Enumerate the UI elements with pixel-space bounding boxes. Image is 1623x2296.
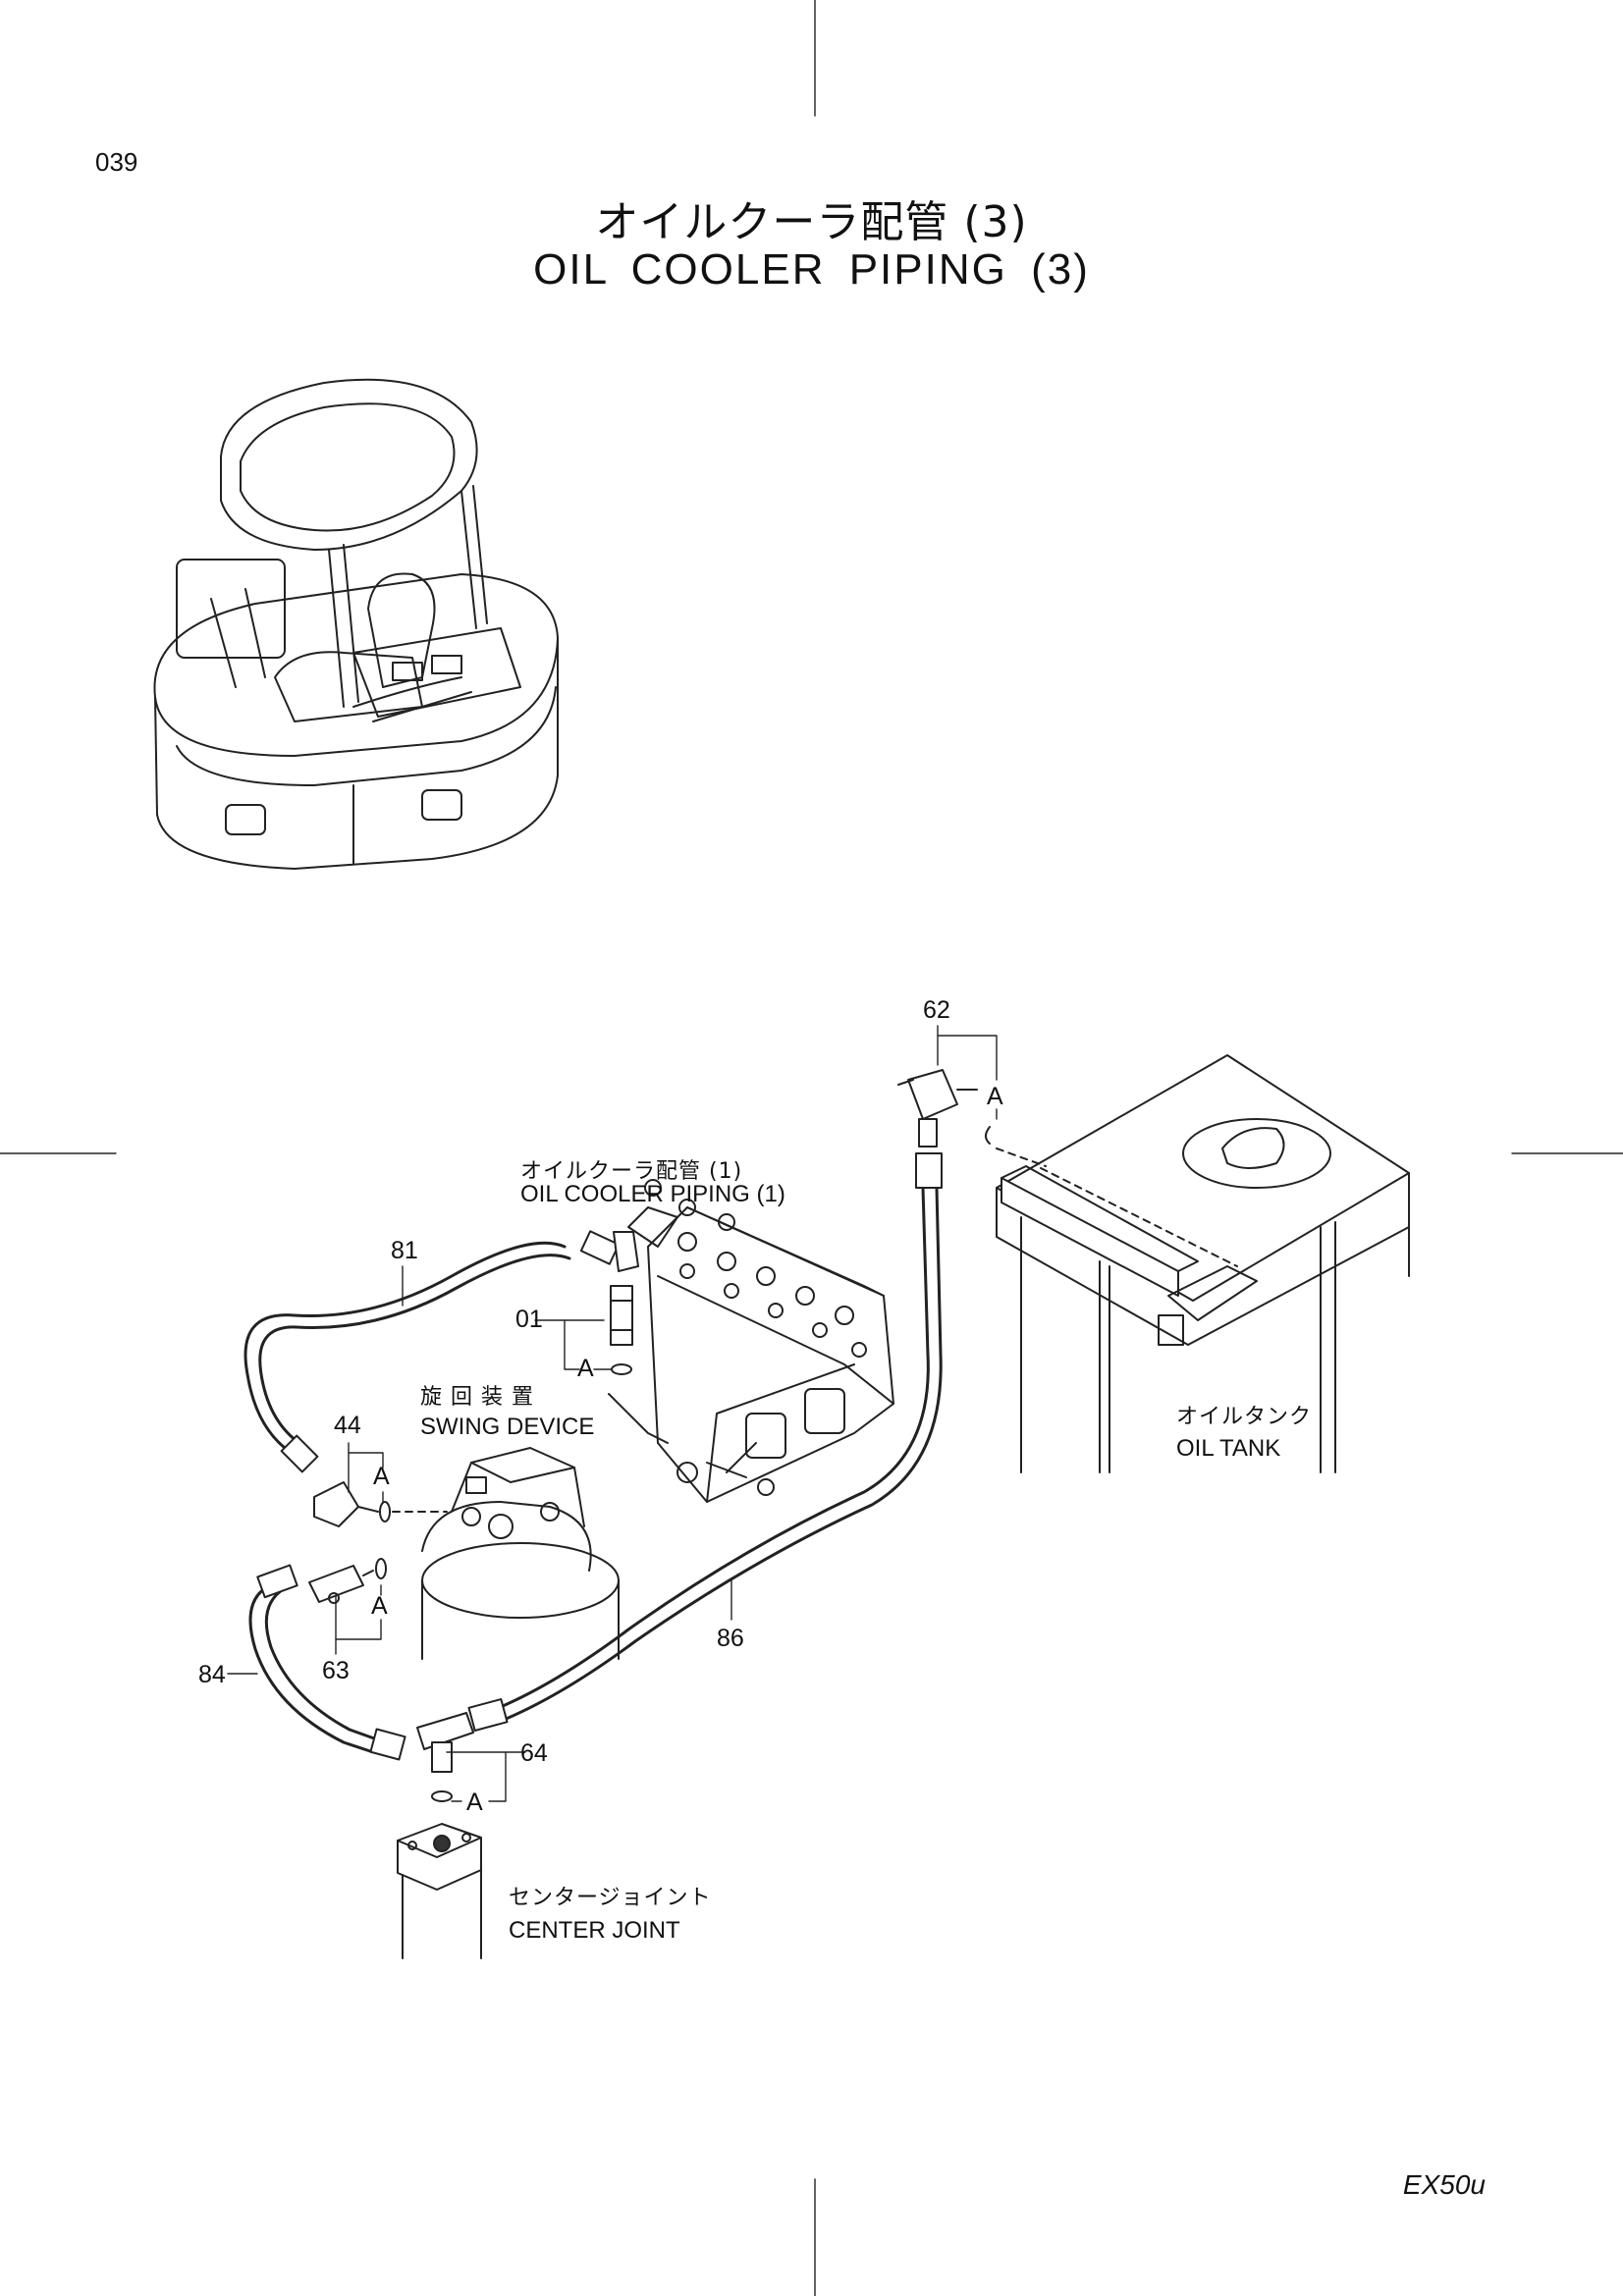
leader-lines xyxy=(227,1025,998,1802)
oil-cooler-piping-1-label-japanese: オイルクーラ配管 (1) xyxy=(520,1159,743,1184)
callout-81: 81 xyxy=(391,1237,418,1264)
callout-ref-a-62: A xyxy=(987,1083,1003,1110)
swing-device xyxy=(421,1447,620,1660)
fitting-63 xyxy=(308,1558,387,1604)
swing-device-label: SWING DEVICE xyxy=(420,1414,595,1440)
callout-63: 63 xyxy=(322,1657,350,1684)
swing-device-label-japanese: 旋 回 装 置 xyxy=(420,1385,534,1410)
callout-44: 44 xyxy=(334,1412,361,1439)
page-number: 039 xyxy=(95,147,138,177)
callout-ref-a-01: A xyxy=(577,1355,594,1382)
hose-81 xyxy=(243,1230,639,1473)
callout-86: 86 xyxy=(717,1625,744,1652)
fitting-01 xyxy=(610,1285,633,1375)
hose-86 xyxy=(467,1152,943,1732)
callout-ref-a-63: A xyxy=(371,1592,388,1620)
oil-cooler-piping-1-label: OIL COOLER PIPING (1) xyxy=(520,1181,785,1207)
center-joint-label: CENTER JOINT xyxy=(509,1917,680,1944)
model-code: EX50u xyxy=(1402,2169,1486,2200)
page-title-japanese: オイルクーラ配管 (3) xyxy=(595,197,1028,247)
callout-64: 64 xyxy=(520,1739,548,1767)
callout-01: 01 xyxy=(515,1306,543,1333)
excavator-overview-illustration xyxy=(153,378,559,870)
elbow-44 xyxy=(313,1481,448,1527)
oil-tank-label: OIL TANK xyxy=(1176,1435,1281,1462)
oil-tank xyxy=(996,1054,1410,1473)
control-valve xyxy=(608,1179,894,1503)
tee-fitting-64 xyxy=(416,1712,474,1802)
callout-ref-a-64: A xyxy=(466,1789,483,1816)
hose-84 xyxy=(248,1564,406,1761)
page-title: OIL COOLER PIPING (3) xyxy=(533,245,1090,294)
callout-84: 84 xyxy=(198,1661,226,1688)
oil-tank-label-japanese: オイルタンク xyxy=(1176,1405,1313,1429)
callout-62: 62 xyxy=(923,996,950,1024)
callout-ref-a-44: A xyxy=(373,1463,390,1490)
tee-fitting-62 xyxy=(897,1069,1047,1167)
center-joint xyxy=(397,1823,482,1959)
center-joint-label-japanese: センタージョイント xyxy=(509,1886,712,1910)
